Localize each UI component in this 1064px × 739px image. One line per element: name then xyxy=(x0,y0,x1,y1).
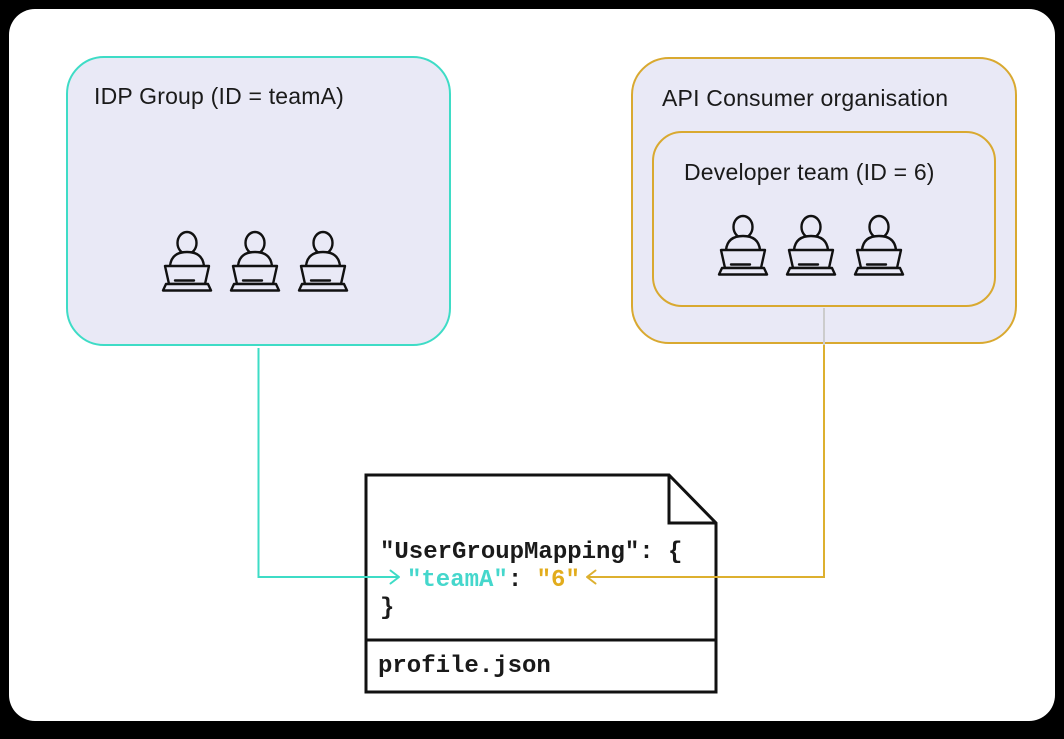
person-at-laptop-icon xyxy=(161,230,213,292)
code-line-close: } xyxy=(380,597,394,621)
idp-group-box xyxy=(66,56,451,346)
developer-team-members xyxy=(717,214,905,276)
code-separator: : xyxy=(507,567,537,594)
idp-group-members xyxy=(161,230,349,292)
person-at-laptop-icon xyxy=(297,230,349,292)
code-line-mapping: "teamA": "6" xyxy=(407,569,580,593)
api-consumer-org-title: API Consumer organisation xyxy=(662,85,949,111)
code-key-teamA: "teamA" xyxy=(407,567,508,594)
developer-team-box xyxy=(652,131,996,307)
code-open-text: "UserGroupMapping": { xyxy=(380,539,683,566)
diagram-canvas: IDP Group (ID = teamA) API Consumer orga… xyxy=(9,9,1055,721)
person-at-laptop-icon xyxy=(717,214,769,276)
code-line-open: "UserGroupMapping": { xyxy=(380,541,682,565)
developer-team-title: Developer team (ID = 6) xyxy=(684,159,935,185)
idp-group-title: IDP Group (ID = teamA) xyxy=(94,83,345,109)
person-at-laptop-icon xyxy=(229,230,281,292)
code-value-6: "6" xyxy=(536,567,580,594)
person-at-laptop-icon xyxy=(785,214,837,276)
code-close-text: } xyxy=(380,595,395,622)
person-at-laptop-icon xyxy=(853,214,905,276)
document-filename: profile.json xyxy=(378,653,551,680)
